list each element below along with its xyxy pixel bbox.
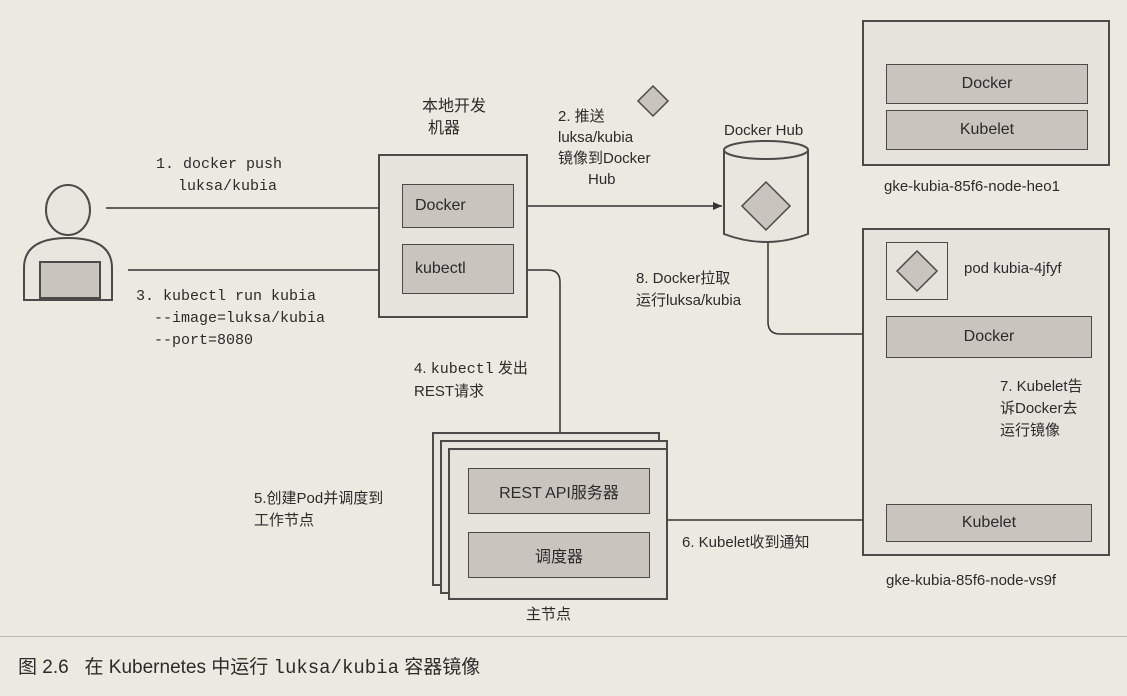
pod-image-icon	[895, 249, 939, 293]
pod-box	[886, 242, 948, 300]
step5-label: 5.创建Pod并调度到 工作节点	[254, 488, 383, 532]
step1-line1: 1. docker push	[156, 156, 283, 173]
local-docker-label: Docker	[415, 197, 466, 214]
node2-name: gke-kubia-85f6-node-vs9f	[886, 572, 1057, 589]
step2-label: 2. 推送 luksa/kubia 镜像到Docker Hub	[558, 106, 651, 190]
local-machine-title-line2: 机器	[428, 120, 461, 137]
step8-line1: 8. Docker拉取	[636, 270, 731, 287]
node1-docker-box: Docker	[886, 64, 1088, 104]
arrow-to-master	[514, 269, 564, 450]
node1-box: Docker Kubelet	[862, 20, 1110, 166]
step7-line2: 诉Docker去	[1000, 400, 1078, 417]
node2-docker-label: Docker	[963, 328, 1015, 345]
image-icon	[636, 84, 670, 118]
kubectl-label: kubectl	[415, 260, 466, 277]
master-node-caption: 主节点	[526, 606, 572, 623]
user-icon	[23, 184, 113, 301]
node2-docker-box: Docker	[886, 316, 1092, 358]
step2-line3: 镜像到Docker	[558, 150, 651, 167]
api-server-box: REST API服务器	[468, 468, 650, 514]
node1-name: gke-kubia-85f6-node-heo1	[884, 178, 1060, 195]
step2-line1: 2. 推送	[558, 108, 605, 125]
pod-label: pod kubia-4jfyf	[964, 260, 1062, 277]
api-server-label: REST API服务器	[499, 485, 619, 502]
step2-line2: luksa/kubia	[558, 129, 634, 146]
step3-label: 3. kubectl run kubia --image=luksa/kubia…	[136, 286, 325, 352]
step1-label: 1. docker push luksa/kubia	[156, 154, 282, 198]
node2-kubelet-label: Kubelet	[961, 514, 1017, 531]
step8-line2: 运行luksa/kubia	[636, 292, 742, 309]
arrow-pull	[767, 240, 884, 338]
step6-label: 6. Kubelet收到通知	[682, 534, 810, 551]
step3-line1: 3. kubectl run kubia	[136, 288, 317, 305]
step5-line1: 5.创建Pod并调度到	[254, 490, 384, 507]
step4-label: 4. kubectl 发出 REST请求	[414, 358, 528, 403]
docker-hub-cylinder	[723, 140, 809, 243]
image-icon	[740, 180, 792, 232]
node1-kubelet-box: Kubelet	[886, 110, 1088, 150]
local-docker-box: Docker	[402, 184, 514, 228]
scheduler-label: 调度器	[534, 549, 583, 566]
node1-docker-label: Docker	[961, 75, 1013, 92]
step1-line2: luksa/kubia	[178, 178, 278, 195]
step7-label: 7. Kubelet告 诉Docker去 运行镜像	[1000, 376, 1083, 442]
node2-kubelet-box: Kubelet	[886, 504, 1092, 542]
step7-line3: 运行镜像	[1000, 422, 1061, 439]
docker-hub-label: Docker Hub	[724, 122, 804, 139]
step2-line4: Hub	[588, 171, 616, 188]
master-node-box: REST API服务器 调度器	[448, 448, 668, 600]
step5-line2: 工作节点	[254, 512, 315, 529]
kubectl-box: kubectl	[402, 244, 514, 294]
step7-line1: 7. Kubelet告	[1000, 378, 1083, 395]
node2-box: pod kubia-4jfyf Docker 7. Kubelet告 诉Dock…	[862, 228, 1110, 556]
figure-caption: 图 2.6 在 Kubernetes 中运行 luksa/kubia 容器镜像	[18, 657, 481, 679]
step4-line2: REST请求	[414, 383, 485, 400]
step3-line2: --image=luksa/kubia	[154, 310, 326, 327]
local-machine-title: 本地开发 机器	[422, 96, 486, 140]
step4-kubectl: kubectl	[430, 361, 494, 378]
scheduler-box: 调度器	[468, 532, 650, 578]
caption-divider	[0, 636, 1127, 637]
local-machine-box: Docker kubectl	[378, 154, 528, 318]
local-machine-title-line1: 本地开发	[422, 98, 487, 115]
step8-label: 8. Docker拉取 运行luksa/kubia	[636, 268, 741, 312]
step3-line3: --port=8080	[154, 332, 254, 349]
node1-kubelet-label: Kubelet	[959, 121, 1015, 138]
